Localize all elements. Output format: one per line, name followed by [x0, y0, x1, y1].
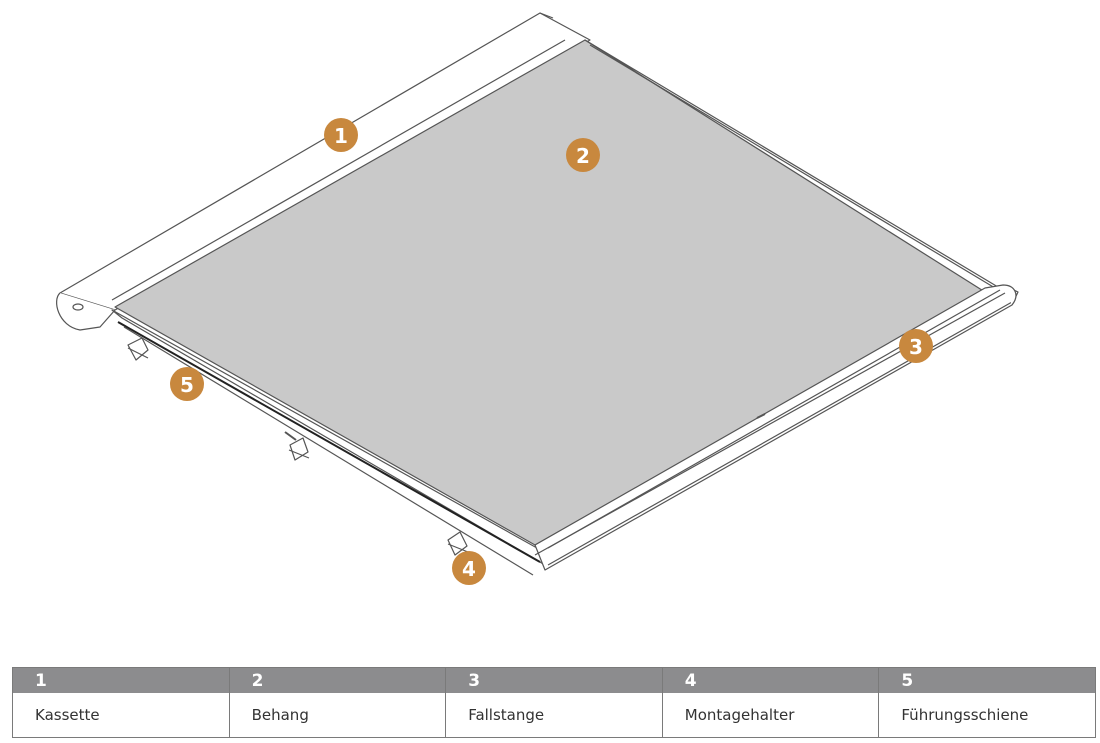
legend-column: 2 Behang [229, 668, 447, 737]
legend-column: 4 Montagehalter [662, 668, 880, 737]
legend-label: Behang [251, 706, 309, 724]
legend-table: 1 Kassette 2 Behang 3 Fallstange 4 Monta… [12, 667, 1096, 738]
legend-number: 3 [446, 668, 662, 693]
marker-1: 1 [324, 118, 358, 152]
legend-label: Fallstange [468, 706, 545, 724]
fabric-panel [114, 39, 986, 546]
legend-column: 1 Kassette [13, 668, 230, 737]
legend-number: 5 [879, 668, 1095, 693]
awning-drawing [56, 12, 1019, 576]
svg-text:1: 1 [334, 124, 348, 148]
legend-number: 1 [13, 668, 229, 693]
cassette [56, 12, 591, 331]
svg-text:3: 3 [909, 335, 923, 359]
svg-text:2: 2 [576, 144, 590, 168]
svg-text:5: 5 [180, 373, 194, 397]
mounting-brackets [127, 337, 469, 556]
marker-5: 5 [170, 367, 204, 401]
legend-column: 5 Führungsschiene [879, 668, 1095, 737]
awning-diagram: 1 2 3 4 5 [56, 12, 1019, 585]
legend-label: Führungsschiene [901, 706, 1029, 724]
marker-4: 4 [452, 551, 486, 585]
legend-label: Kassette [35, 706, 100, 724]
svg-text:4: 4 [462, 557, 476, 581]
legend-label: Montagehalter [684, 706, 795, 724]
legend-number: 4 [662, 668, 879, 693]
marker-3: 3 [899, 329, 933, 363]
legend-number: 2 [229, 668, 446, 693]
legend-column: 3 Fallstange [446, 668, 663, 737]
marker-2: 2 [566, 138, 600, 172]
